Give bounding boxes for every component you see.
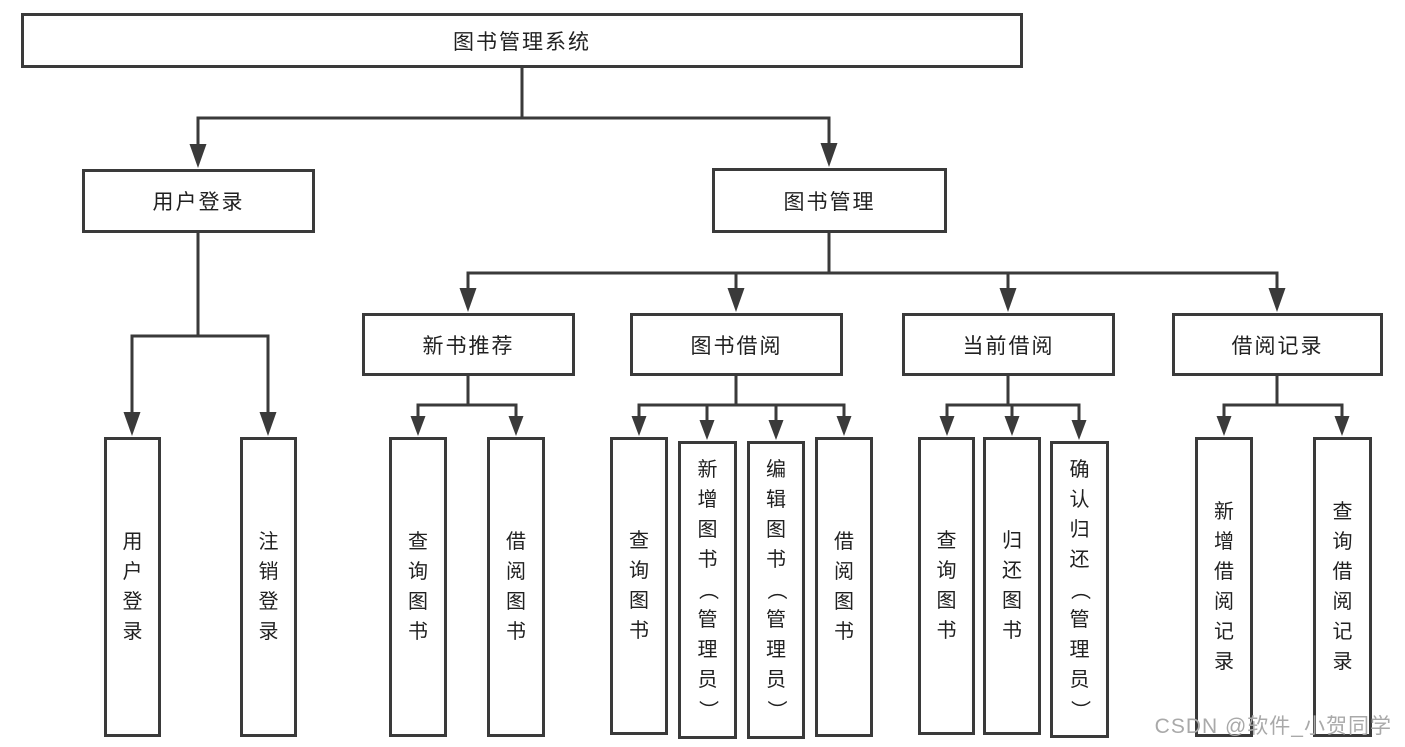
node-char: 阅 [1332,591,1353,613]
node-new-book-recommend: 新书推荐 [362,313,575,376]
node-borrowing-records: 借阅记录 [1172,313,1383,376]
node-char: 编 [766,459,786,481]
node-char: 归 [1002,530,1022,552]
node-char: 户 [122,561,143,583]
node-char: 查 [1332,501,1353,523]
node-char: 图 [936,590,957,612]
node-query-books-borrowing: 查询图书 [610,437,668,735]
node-char: 询 [936,560,957,582]
node-char: 还 [1069,548,1090,571]
node-char: 询 [408,561,428,583]
node-root: 图书管理系统 [21,13,1023,68]
node-char: 用 [122,531,143,553]
node-char: 员 [1069,668,1090,691]
node-char: （ [1068,579,1091,600]
node-confirm-return-admin: 确认归还 （ 管理员 ） [1050,441,1109,738]
node-char: 查 [408,531,428,553]
node-char: 询 [629,560,649,582]
node-char: 图 [766,519,786,541]
node-char: 记 [1214,621,1234,643]
node-return-books: 归还图书 [983,437,1041,735]
node-book-management: 图书管理 [712,168,947,233]
node-char: 员 [766,669,786,691]
node-char: 图 [834,591,854,613]
node-char: 增 [1214,531,1234,553]
node-query-books-current: 查询图书 [918,437,975,735]
node-book-borrowing: 图书借阅 [630,313,843,376]
node-char: 注 [258,531,279,553]
node-char: 阅 [1214,591,1234,613]
node-char: 理 [1069,638,1090,661]
node-char: 录 [1332,651,1353,673]
node-char: （ [765,580,787,600]
node-char: 录 [1214,651,1234,673]
node-char: 书 [408,621,428,643]
node-query-borrowing-record: 查询借阅记录 [1313,437,1372,737]
node-char: ） [1068,699,1091,720]
node-char: ） [765,700,787,720]
node-char: 查 [629,530,649,552]
node-edit-books-admin: 编辑图书 （ 管理员 ） [747,441,805,739]
node-char: 归 [1069,518,1090,541]
node-logout-leaf: 注销登录 [240,437,297,737]
node-query-books-recommend: 查询图书 [389,437,447,737]
node-char: 借 [506,531,526,553]
node-char: 书 [697,549,718,571]
node-char: 图 [506,591,526,613]
node-char: 借 [834,531,854,553]
node-char: 员 [697,669,718,691]
node-char: 登 [122,591,143,613]
node-borrow-books-recommend: 借阅图书 [487,437,545,737]
node-char: 阅 [834,561,854,583]
node-char: 书 [834,621,854,643]
node-char: 图 [408,591,428,613]
node-add-borrowing-record: 新增借阅记录 [1195,437,1253,737]
node-char: 新 [697,459,718,481]
node-char: 借 [1332,561,1353,583]
node-char: 管 [697,609,718,631]
node-char: 询 [1332,531,1353,553]
watermark: CSDN @软件_小贺同学 [1154,715,1392,738]
node-char: 还 [1002,560,1022,582]
node-char: 阅 [506,561,526,583]
node-char: ） [696,700,719,720]
node-char: 辑 [766,489,786,511]
node-current-borrowing: 当前借阅 [902,313,1115,376]
node-char: 管 [1069,608,1090,631]
node-char: 理 [766,639,786,661]
node-char: 确 [1069,458,1090,481]
node-char: 借 [1214,561,1234,583]
node-char: 增 [697,489,718,511]
node-char: 记 [1332,621,1353,643]
node-char: 认 [1069,488,1090,511]
node-char: 查 [936,530,957,552]
node-char: 登 [258,591,279,613]
node-user-login-leaf: 用户登录 [104,437,161,737]
node-char: 图 [629,590,649,612]
node-char: （ [696,580,719,600]
node-char: 图 [697,519,718,541]
node-char: 管 [766,609,786,631]
node-char: 书 [629,620,649,642]
node-char: 录 [122,621,143,643]
node-user-login: 用户登录 [82,169,315,233]
node-char: 销 [258,561,279,583]
node-add-books-admin: 新增图书 （ 管理员 ） [678,441,737,739]
node-borrow-books-leaf: 借阅图书 [815,437,873,737]
node-char: 图 [1002,590,1022,612]
node-char: 录 [258,621,279,643]
node-char: 书 [766,549,786,571]
node-char: 书 [936,620,957,642]
node-char: 理 [697,639,718,661]
node-char: 新 [1214,501,1234,523]
node-char: 书 [1002,620,1022,642]
node-char: 书 [506,621,526,643]
